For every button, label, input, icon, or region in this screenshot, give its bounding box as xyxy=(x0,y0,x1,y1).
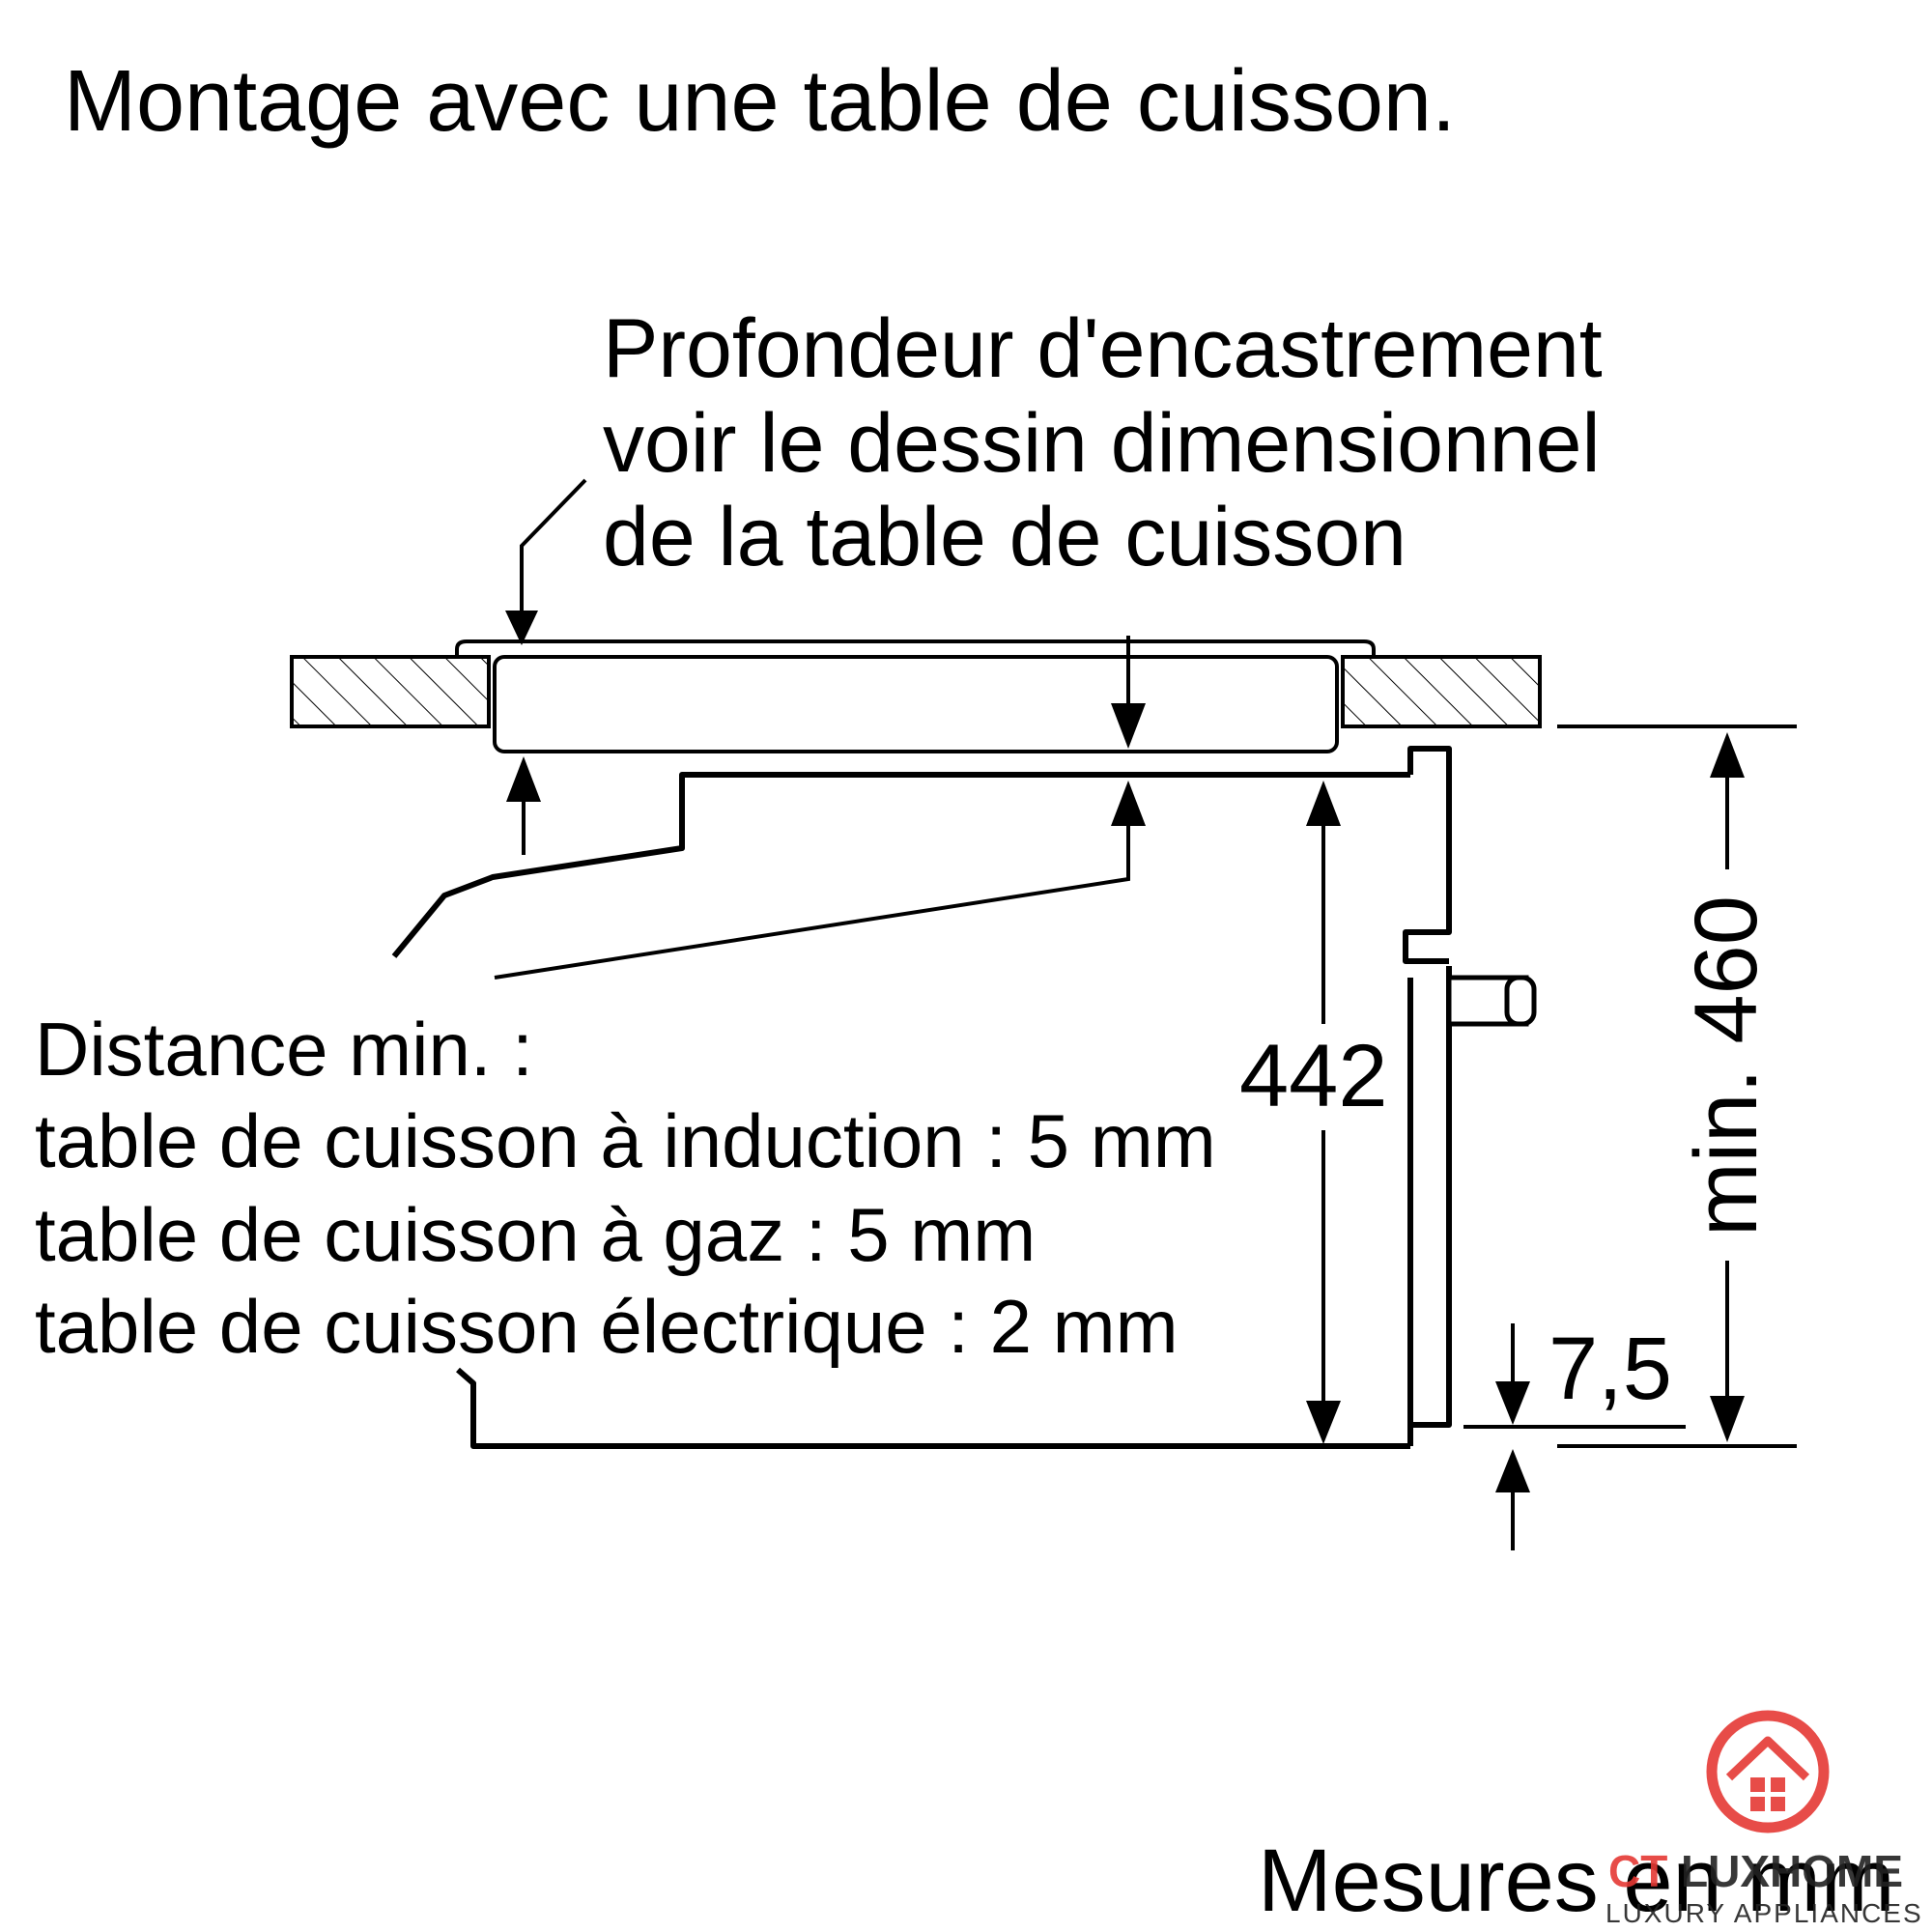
worktop-left xyxy=(290,655,491,728)
dim-460-arrowhead-top xyxy=(1710,732,1745,778)
distance-block: Distance min. : table de cuisson à induc… xyxy=(35,1007,1216,1369)
distance-heading: Distance min. : xyxy=(35,1007,533,1092)
brand-watermark: CT LUXHOME LUXURY APPLIANCES xyxy=(1605,1710,1923,1928)
worktop-right xyxy=(1341,655,1542,728)
knob-icon xyxy=(1446,975,1537,1027)
note-leader-arrowhead xyxy=(505,611,538,645)
note-leader-line xyxy=(520,478,587,642)
dim-442-arrowhead-bottom xyxy=(1306,1401,1341,1444)
oven-outline xyxy=(391,772,1410,958)
oven-front-panel-bottom xyxy=(1407,966,1452,1428)
cooktop-depth-arrowhead xyxy=(1111,703,1146,749)
cooktop-top-plate xyxy=(455,639,1376,657)
distance-line: table de cuisson à gaz : 5 mm xyxy=(35,1192,1036,1277)
watermark-brand-b: LUXHOME xyxy=(1681,1846,1903,1896)
page-title: Montage avec une table de cuisson. xyxy=(64,53,1456,150)
watermark-tagline: LUXURY APPLIANCES xyxy=(1605,1898,1923,1928)
oven-bottom-outline xyxy=(456,1367,1410,1449)
watermark-brand-a: CT xyxy=(1608,1846,1667,1896)
depth-note: Profondeur d'encastrement voir le dessin… xyxy=(603,302,1603,583)
dim-75-label: 7,5 xyxy=(1548,1320,1672,1418)
oven-front-panel-top xyxy=(1403,746,1452,964)
cooktop-body xyxy=(493,655,1339,753)
dim-75-arrowhead-bottom xyxy=(1495,1449,1530,1492)
clearance-arrowhead-left xyxy=(506,756,541,802)
dim-460-arrowhead-bottom xyxy=(1710,1396,1745,1442)
dim-442-label: 442 xyxy=(1239,1027,1388,1125)
dim-460-label: min. 460 xyxy=(1677,895,1776,1236)
distance-line: table de cuisson à induction : 5 mm xyxy=(35,1098,1216,1183)
depth-note-line: voir le dessin dimensionnel xyxy=(603,397,1601,490)
depth-note-line: Profondeur d'encastrement xyxy=(603,302,1603,395)
depth-note-line: de la table de cuisson xyxy=(603,491,1406,583)
dim-442-arrowhead-top xyxy=(1306,781,1341,826)
oven-inner-line xyxy=(494,821,1130,980)
units-footer: Mesures en mm xyxy=(1258,1832,1895,1930)
dim-75-arrowhead-top xyxy=(1495,1381,1530,1425)
clearance-arrowhead-right xyxy=(1111,781,1146,826)
distance-line: table de cuisson électrique : 2 mm xyxy=(35,1284,1179,1369)
watermark-house-logo-icon xyxy=(1706,1710,1830,1833)
